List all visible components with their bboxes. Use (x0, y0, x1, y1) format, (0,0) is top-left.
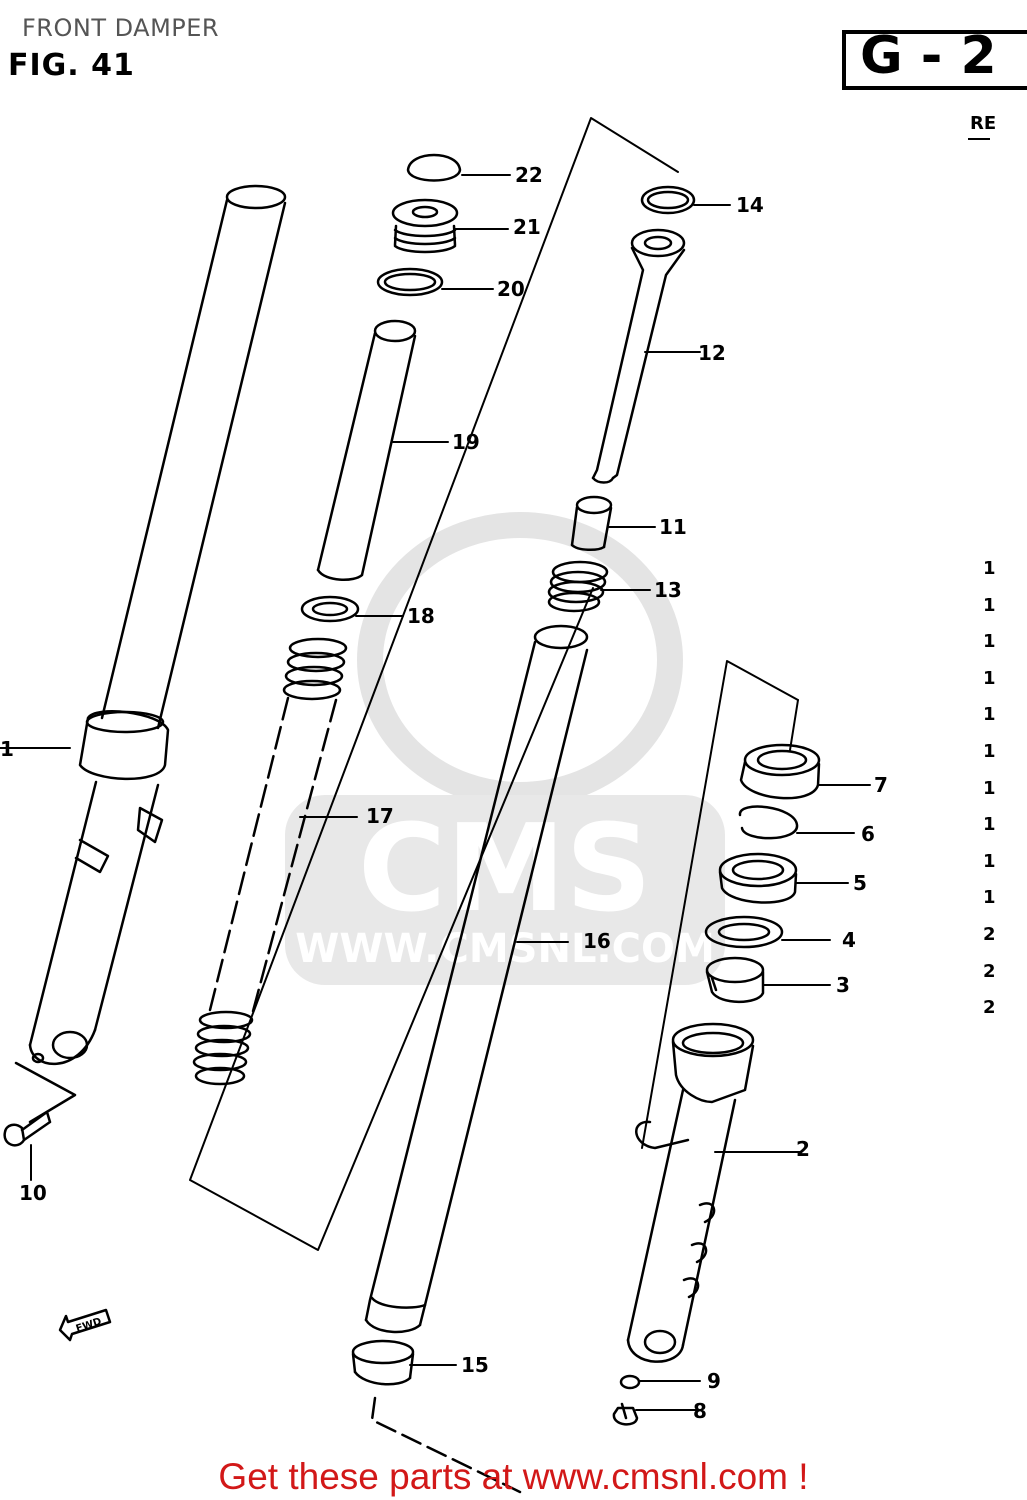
side-ref: 1 (983, 740, 996, 762)
fork-outer-tube-right (626, 1022, 755, 1363)
side-ref: 1 (983, 594, 996, 616)
ref-label: RE (970, 113, 997, 134)
bushing-3 (705, 956, 765, 1004)
oil-seal-5 (718, 852, 798, 904)
part-number: 13 (654, 578, 682, 602)
washer-18 (300, 595, 360, 623)
part-number: 3 (836, 973, 850, 997)
side-ref: 2 (983, 960, 996, 982)
assembly-bracket-right (641, 660, 799, 1149)
section-code-box-top (846, 30, 1027, 34)
dashed-guide-lower (370, 1396, 522, 1494)
part-number: 7 (874, 773, 888, 797)
side-ref: 1 (983, 850, 996, 872)
spacer-tube (316, 319, 417, 581)
washer-9 (619, 1374, 641, 1390)
watermark: CMS WWW.CMSNL.COM (285, 512, 725, 985)
forward-arrow-icon: FWD (58, 1308, 112, 1342)
damper-spring-assembly (192, 637, 348, 1086)
part-number: 4 (842, 928, 856, 952)
dust-seal-7 (739, 743, 821, 800)
side-ref: 1 (983, 777, 996, 799)
side-ref: 2 (983, 997, 996, 1019)
leader-lines (0, 174, 871, 1411)
side-ref: 1 (983, 558, 996, 579)
part-number: 22 (515, 163, 543, 187)
ring-14 (640, 185, 696, 215)
part-number: 18 (407, 604, 435, 628)
part-number: 1 (0, 737, 14, 761)
side-ref: 1 (983, 704, 996, 726)
washer-4 (704, 915, 784, 949)
part-number: 19 (452, 430, 480, 454)
part-number: 5 (853, 871, 867, 895)
inner-tube-16 (364, 624, 589, 1334)
cap-bolt-21 (391, 198, 459, 254)
section-code: G - 2 (860, 26, 997, 86)
part-number: 16 (583, 929, 611, 953)
ref-underline (968, 138, 990, 140)
bolt-8 (612, 1402, 639, 1426)
part-number: 10 (19, 1181, 47, 1205)
part-number: 2 (796, 1137, 810, 1161)
part-number: 6 (861, 822, 875, 846)
spring-13 (547, 560, 609, 613)
bolt-10 (3, 1061, 77, 1147)
part-number: 20 (497, 277, 525, 301)
side-ref: 1 (983, 631, 996, 653)
part-number: 9 (707, 1369, 721, 1393)
assembly-bracket-center (189, 117, 679, 1251)
snap-ring-6 (738, 805, 799, 840)
footer-link[interactable]: Get these parts at www.cmsnl.com ! (218, 1456, 809, 1497)
part-number: 8 (693, 1399, 707, 1423)
fork-outer-tube-left (28, 184, 287, 1066)
part-number: 11 (659, 515, 687, 539)
side-ref-column: 1 1 1 1 1 1 1 1 1 1 2 2 2 (983, 558, 1013, 1034)
side-ref: 2 (983, 923, 996, 945)
damper-rod-12 (591, 228, 686, 484)
side-ref: 1 (983, 667, 996, 689)
sleeve-11 (570, 495, 613, 551)
section-code-box (842, 30, 1027, 90)
side-ref: 1 (983, 814, 996, 836)
o-ring-20 (376, 267, 444, 297)
bushing-15 (351, 1339, 415, 1386)
page-title: FRONT DAMPER (22, 14, 220, 42)
cap-22 (406, 153, 462, 182)
part-number: 12 (698, 341, 726, 365)
part-number: 21 (513, 215, 541, 239)
side-ref: 1 (983, 887, 996, 909)
part-number-labels: 1 2 3 4 5 6 7 8 9 10 11 12 13 14 15 16 1… (0, 163, 888, 1423)
part-number: 15 (461, 1353, 489, 1377)
watermark-url: WWW.CMSNL.COM (295, 926, 715, 972)
figure-number: FIG. 41 (8, 48, 135, 83)
part-number: 14 (736, 193, 764, 217)
watermark-brand: CMS (358, 800, 652, 939)
part-number: 17 (366, 804, 394, 828)
